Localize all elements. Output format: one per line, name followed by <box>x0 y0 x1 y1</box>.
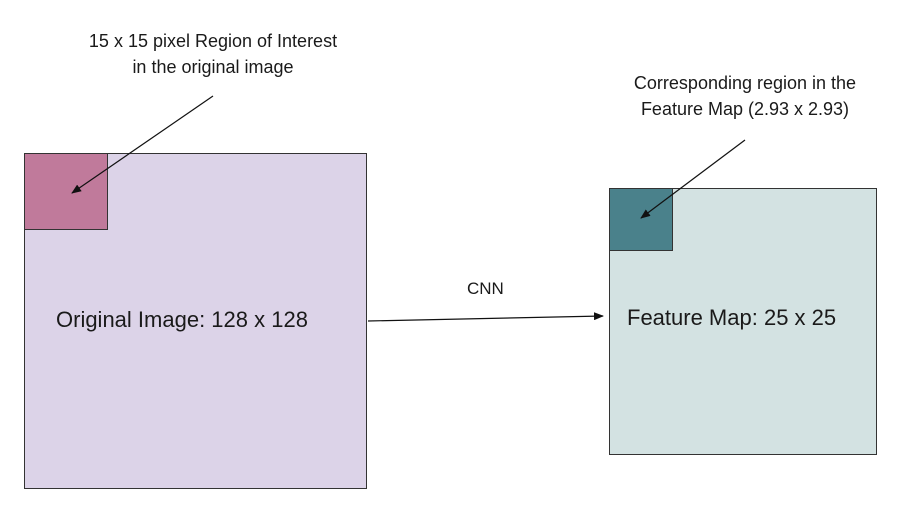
roi-annotation: 15 x 15 pixel Region of Interest in the … <box>40 28 386 80</box>
cnn-arrow <box>367 312 604 322</box>
cnn-label: CNN <box>467 279 504 298</box>
feature-map-label: Feature Map: 25 x 25 <box>627 305 837 330</box>
region-of-interest-box <box>24 153 108 230</box>
corresponding-region-box <box>609 188 673 251</box>
roi-annotation-line2: in the original image <box>132 57 294 77</box>
original-image-label: Original Image: 128 x 128 <box>56 307 308 332</box>
feature-region-annotation: Corresponding region in the Feature Map … <box>600 70 890 122</box>
feature-region-annotation-line1: Corresponding region in the <box>633 73 857 93</box>
feature-region-annotation-line2: Feature Map (2.93 x 2.93) <box>640 99 850 119</box>
roi-annotation-line1: 15 x 15 pixel Region of Interest <box>88 31 338 51</box>
